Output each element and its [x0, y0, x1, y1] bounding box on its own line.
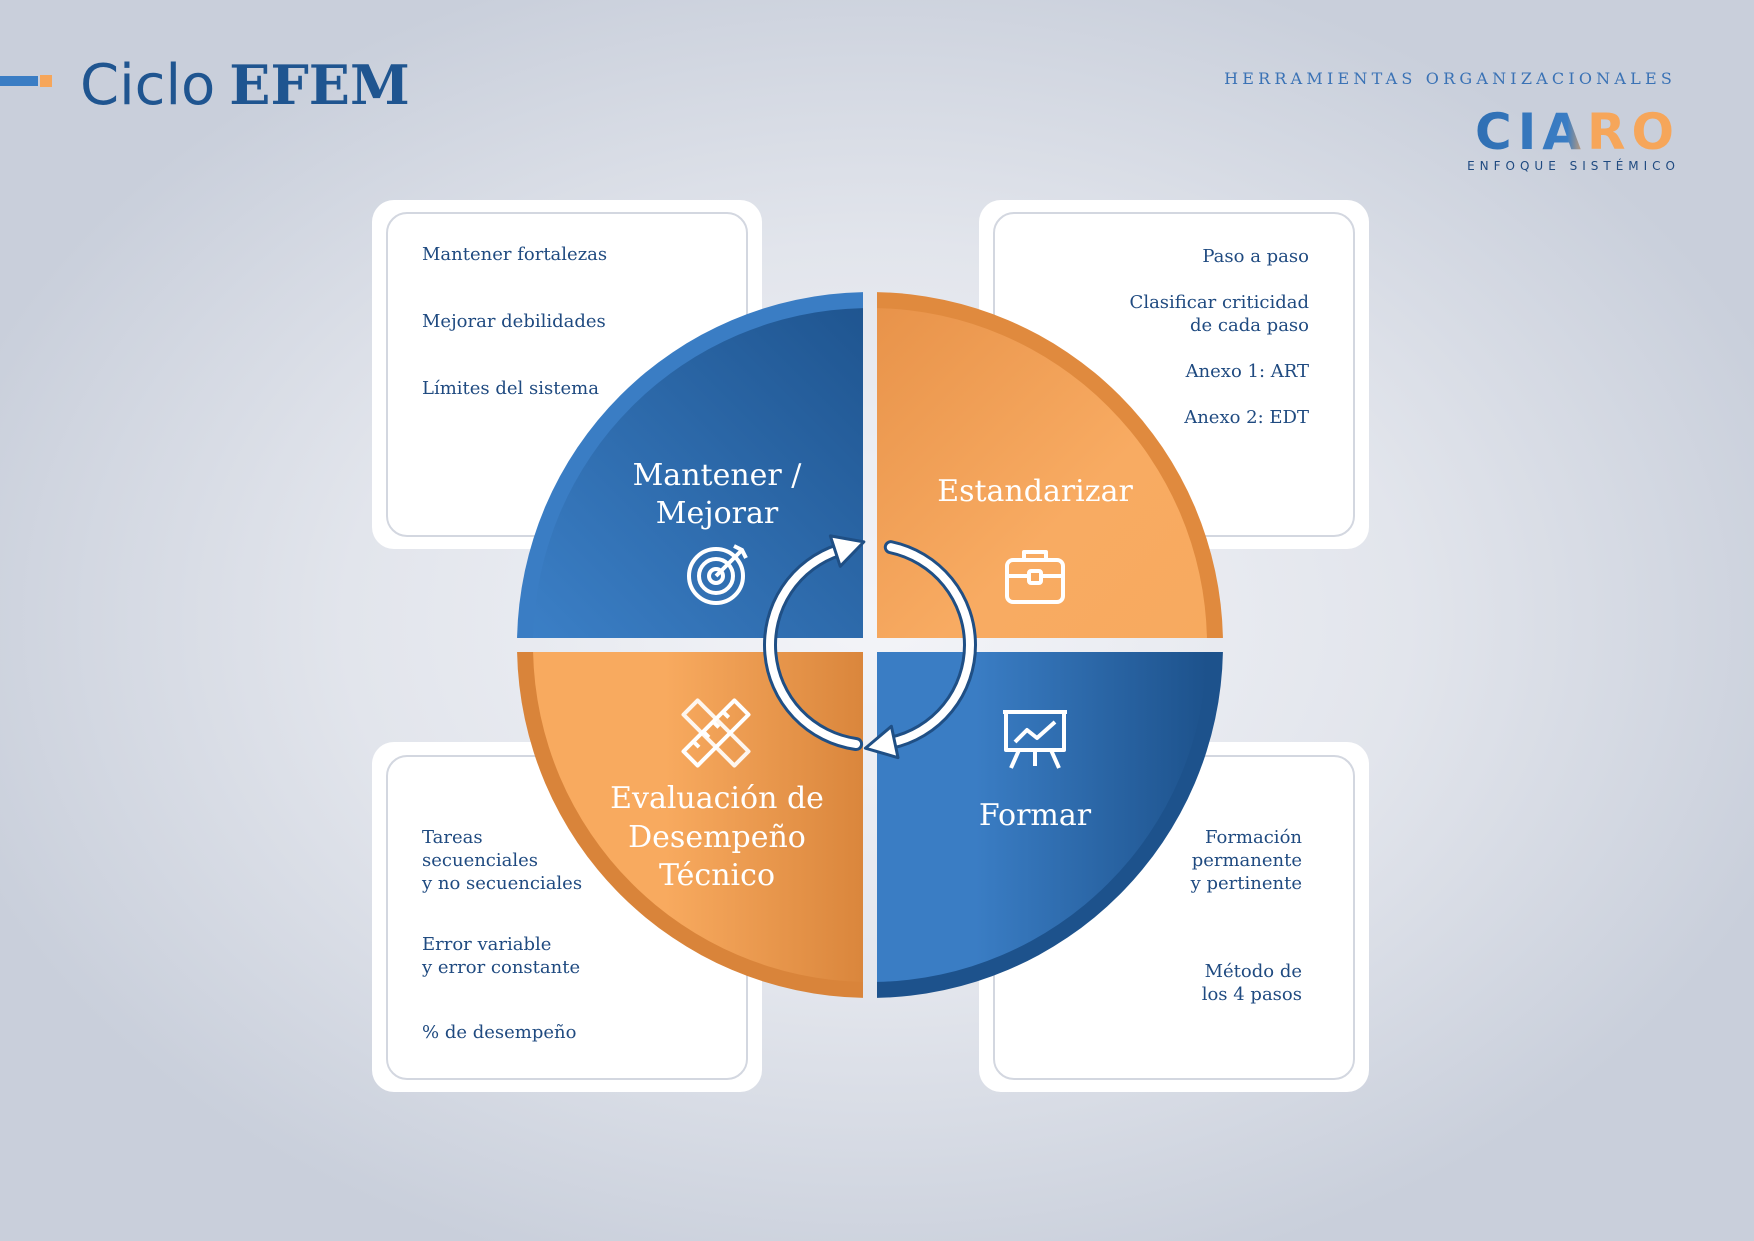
cycle-arrow-right-head: [863, 724, 900, 760]
card-item: Mejorar debilidades: [422, 311, 606, 332]
cycle-arrow-left: [763, 534, 866, 752]
quadrant-label-mantener-mejorar-1: Mantener /: [633, 458, 803, 493]
card-item: Paso a paso: [1202, 246, 1309, 267]
ruler-pencil-icon: [681, 698, 751, 768]
cycle-arrow-right: [863, 540, 977, 760]
quadrant-label-formar: Formar: [979, 798, 1092, 833]
card-item: secuenciales: [422, 850, 538, 871]
quadrant-label-evaluacion-2: Desempeño: [628, 820, 806, 855]
card-item: Método de: [1205, 961, 1302, 982]
quadrant-mantener-mejorar: [517, 292, 863, 638]
card-item: Formación: [1205, 827, 1302, 848]
card-item: Tareas: [422, 827, 483, 848]
quadrant-label-evaluacion-3: Técnico: [659, 858, 775, 893]
quadrant-evaluacion: [517, 652, 863, 998]
cycle-arrow-right-shaft: [886, 543, 974, 747]
target-icon: [687, 544, 748, 605]
quadrant-formar: [877, 652, 1223, 998]
quadrant-label-mantener-mejorar-2: Mejorar: [656, 496, 779, 531]
cycle-arrow-left-head: [828, 534, 866, 568]
quadrant-evaluacion-face: [533, 652, 863, 982]
cycle-arrow-left-shaft: [766, 545, 861, 749]
card-item: y pertinente: [1190, 873, 1302, 894]
presentation-board-icon: [1003, 710, 1067, 769]
briefcase-icon: [1005, 550, 1065, 604]
ciaro-logo: CIARO: [1475, 103, 1680, 161]
quadrant-mantener-mejorar-face: [533, 308, 863, 638]
card-item: Error variable: [422, 934, 551, 955]
card-bottom-left-text: Tareas secuenciales y no secuenciales Er…: [421, 827, 582, 1043]
card-item: Anexo 2: EDT: [1183, 407, 1309, 428]
card-item: y error constante: [421, 957, 580, 978]
card-item: Clasificar criticidad: [1130, 292, 1309, 313]
card-bottom-right-text: Formación permanente y pertinente Método…: [1190, 827, 1303, 1005]
quadrant-label-evaluacion-1: Evaluación de: [610, 781, 824, 816]
card-item: de cada paso: [1190, 315, 1309, 336]
title-accent-square: [40, 75, 52, 87]
card-top-right-text: Paso a paso Clasificar criticidad de cad…: [1130, 246, 1309, 428]
card-item: Anexo 1: ART: [1185, 361, 1309, 382]
title-accent-bar: [0, 76, 38, 86]
quadrant-formar-face: [877, 652, 1207, 982]
card-item: Mantener fortalezas: [422, 244, 607, 265]
card-top-left-text: Mantener fortalezas Mejorar debilidades …: [422, 244, 607, 399]
quadrant-estandarizar: [877, 292, 1223, 638]
card-item: Límites del sistema: [422, 378, 599, 399]
card-item: los 4 pasos: [1202, 984, 1302, 1005]
card-item: permanente: [1192, 850, 1302, 871]
card-item: y no secuenciales: [421, 873, 582, 894]
logo-subtitle: ENFOQUE SISTÉMICO: [1467, 158, 1680, 173]
quadrant-estandarizar-face: [877, 308, 1207, 638]
card-item: % de desempeño: [422, 1022, 576, 1043]
quadrant-label-estandarizar: Estandarizar: [937, 474, 1133, 509]
tagline: HERRAMIENTAS ORGANIZACIONALES: [1224, 69, 1676, 88]
